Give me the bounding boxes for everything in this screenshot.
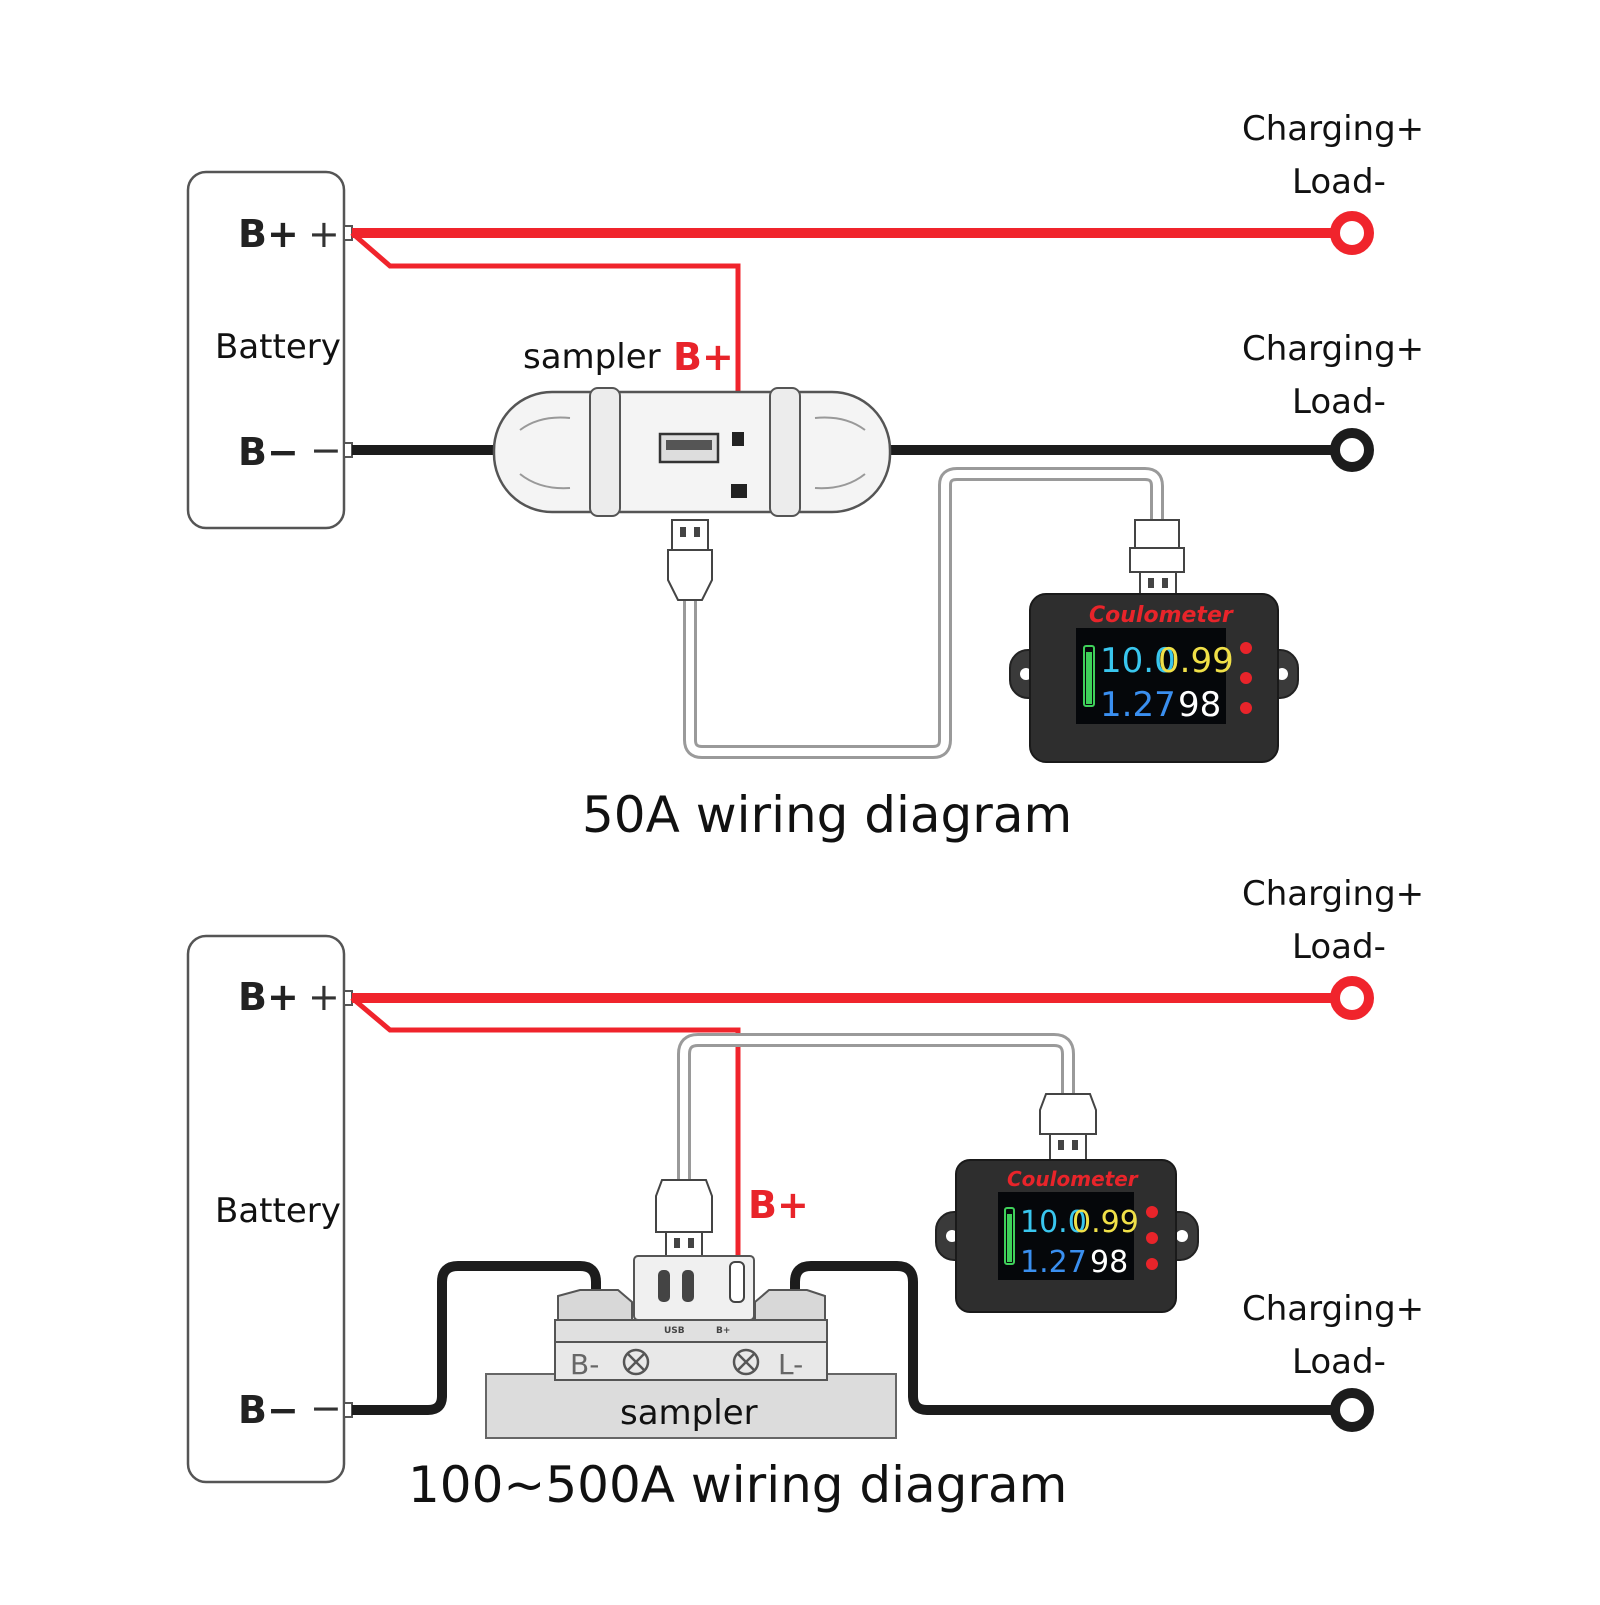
battery-minus-post <box>343 442 353 458</box>
terminal-bottom-line2: Load- <box>1292 382 1386 422</box>
battery-label: Battery <box>215 327 341 367</box>
battery-minus-post <box>343 1402 353 1418</box>
terminal-negative-ring <box>1330 428 1374 472</box>
battery-minus-sign: − <box>310 1386 342 1430</box>
sampler-50a <box>492 387 892 517</box>
meter-button-ok[interactable] <box>1240 672 1252 684</box>
left-screw-icon <box>622 1348 650 1376</box>
lcd-capacity: 1.27 <box>1100 685 1176 725</box>
terminal-bottom-line1: Charging+ <box>1242 329 1424 369</box>
left-terminal-label: B- <box>570 1348 599 1381</box>
lcd-voltage: 10.0 <box>1020 1205 1087 1240</box>
coulometer-50a: Coulometer 10.0 0.99 1.27 98 <box>1009 593 1299 763</box>
usb-plug-meter <box>1039 1093 1097 1161</box>
right-terminal-label: L- <box>778 1348 803 1381</box>
negative-wire-right <box>790 1261 1340 1415</box>
terminal-bottom-line1: Charging+ <box>1242 1289 1424 1329</box>
battery-box <box>186 934 346 1484</box>
diagram-50a: B+ + Battery B− − Charging+ Load- Chargi… <box>186 109 1424 844</box>
lcd-voltage: 10.0 <box>1100 641 1176 681</box>
meter-button-down[interactable] <box>1240 702 1252 714</box>
lcd-current: 0.99 <box>1072 1205 1139 1240</box>
coulometer-500a: Coulometer 10.0 0.99 1.27 98 <box>935 1159 1199 1313</box>
meter-button-up[interactable] <box>1240 642 1252 654</box>
usb-plug-meter <box>1129 519 1185 595</box>
left-nut <box>557 1289 633 1321</box>
terminal-negative-ring <box>1330 1388 1374 1432</box>
battery-bplus-label: B+ <box>238 212 299 256</box>
battery-plus-sign: + <box>308 212 340 256</box>
negative-wire-left <box>352 1261 601 1415</box>
port-usb-label: USB <box>664 1326 685 1336</box>
terminal-bottom-line2: Load- <box>1292 1342 1386 1382</box>
battery-plus-post <box>343 225 353 241</box>
terminal-top-line1: Charging+ <box>1242 874 1424 914</box>
meter-button-down[interactable] <box>1146 1258 1158 1270</box>
battery-box <box>186 170 346 530</box>
battery-bplus-label: B+ <box>238 975 299 1019</box>
usb-plug-sampler <box>667 519 713 601</box>
terminal-top-line2: Load- <box>1292 162 1386 202</box>
lcd-current: 0.99 <box>1158 641 1234 681</box>
battery-plus-sign: + <box>308 975 340 1019</box>
diagram-title: 100~500A wiring diagram <box>408 1456 1067 1514</box>
usb-plug-sampler <box>655 1179 713 1259</box>
terminal-positive-ring <box>1330 976 1374 1020</box>
sampler-label: sampler <box>620 1393 758 1433</box>
sampler-label: sampler <box>523 337 661 377</box>
diagram-500a: B+ + Battery B− − Charging+ Load- Chargi… <box>186 874 1424 1514</box>
port-bplus-label: B+ <box>716 1326 730 1336</box>
right-screw-icon <box>732 1348 760 1376</box>
battery-plus-post <box>343 990 353 1006</box>
battery-level-icon <box>1083 645 1095 707</box>
sampler-bplus-wire <box>350 231 741 438</box>
bplus-port <box>732 432 744 446</box>
terminal-top-line2: Load- <box>1292 927 1386 967</box>
meter-brand: Coulometer <box>1007 1167 1139 1191</box>
sampler-bplus-wire <box>350 996 741 1265</box>
meter-brand: Coulometer <box>1089 603 1234 628</box>
sampler-bplus-label: B+ <box>673 335 734 379</box>
lcd-capacity: 1.27 <box>1020 1245 1087 1280</box>
lcd-percent: 98 <box>1178 685 1221 725</box>
sampler-bplus-label: B+ <box>748 1183 809 1227</box>
terminal-positive-ring <box>1330 211 1374 255</box>
battery-bminus-label: B− <box>238 1388 299 1432</box>
battery-bminus-label: B− <box>238 430 299 474</box>
battery-level-icon <box>1004 1207 1015 1265</box>
meter-button-ok[interactable] <box>1146 1232 1158 1244</box>
battery-minus-sign: − <box>310 428 342 472</box>
right-nut <box>754 1289 826 1321</box>
shunt-bar <box>554 1339 828 1381</box>
terminal-top-line1: Charging+ <box>1242 109 1424 149</box>
battery-label: Battery <box>215 1191 341 1231</box>
lcd-percent: 98 <box>1090 1245 1128 1280</box>
sampler-500a: USB B+ B- L- sampler <box>485 1255 897 1439</box>
diagram-title: 50A wiring diagram <box>582 786 1072 844</box>
meter-button-up[interactable] <box>1146 1206 1158 1218</box>
